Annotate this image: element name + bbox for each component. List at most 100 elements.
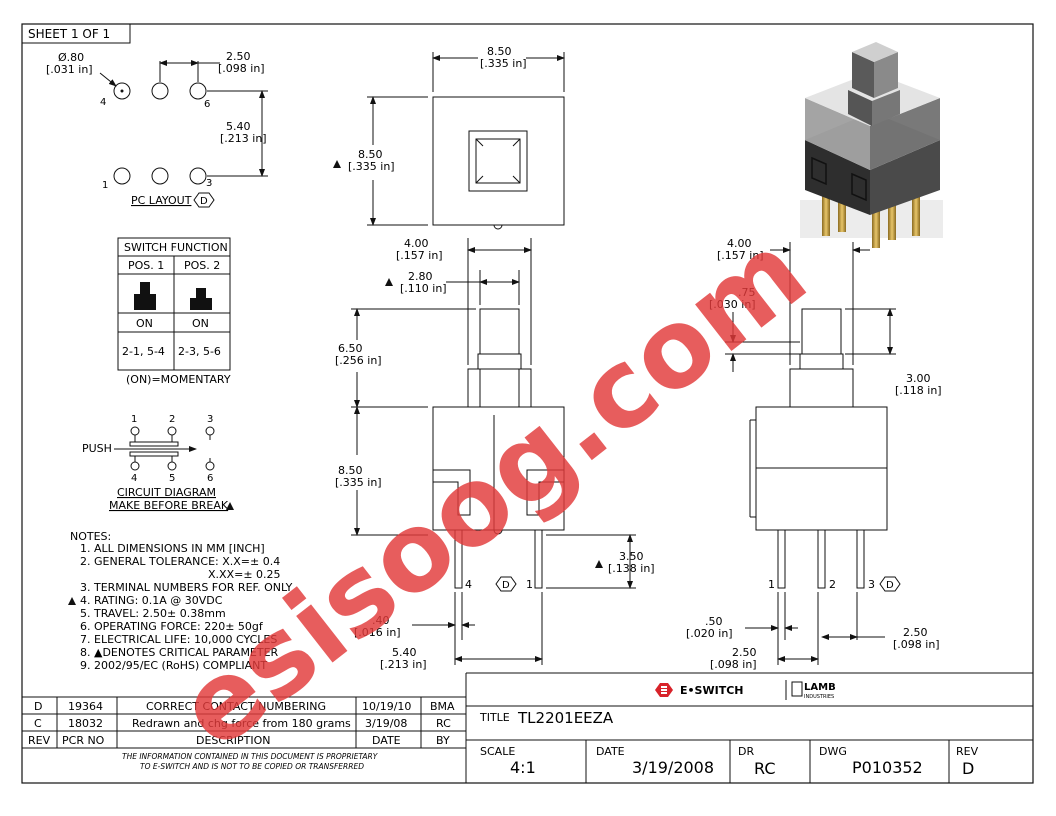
switch-function-note: (ON)=MOMENTARY (126, 373, 231, 386)
front-plunger-height-mm: 6.50 (338, 342, 363, 355)
e-switch-logo-icon (655, 683, 673, 697)
dwg-value: P010352 (852, 758, 923, 777)
switch-state: ON (136, 317, 153, 330)
note-item: 3. TERMINAL NUMBERS FOR REF. ONLY (80, 581, 293, 594)
front-plunger-width-mm: 2.80 (408, 270, 433, 283)
circuit-push-label: PUSH (82, 442, 112, 455)
rev-value: D (962, 759, 974, 778)
note-item: 1. ALL DIMENSIONS IN MM [INCH] (80, 542, 265, 555)
circuit-pin-label: 3 (207, 414, 213, 425)
rev-label: REV (956, 745, 979, 758)
side-body-width-in: [.157 in] (717, 249, 764, 262)
brand-name: E•SWITCH (680, 684, 743, 697)
top-view (367, 52, 565, 230)
front-pin-length-mm: 3.50 (619, 550, 644, 563)
pc-hole (113, 82, 131, 100)
pcr-header: PCR NO (62, 734, 105, 747)
pcr-cell: 18032 (68, 717, 103, 730)
by-cell: RC (436, 717, 451, 730)
scale-label: SCALE (480, 745, 515, 758)
front-pin-span-mm: 5.40 (392, 646, 417, 659)
pc-hole-dia-mm: Ø.80 (58, 51, 84, 64)
top-height-in: [.335 in] (348, 160, 395, 173)
title-label: TITLE (479, 711, 510, 724)
front-body-width-in: [.157 in] (396, 249, 443, 262)
switch-connections: 2-3, 5-6 (178, 345, 221, 358)
side-gap-mm: .75 (738, 286, 756, 299)
brand2-sub: INDUSTRIES (804, 694, 834, 700)
pc-layout (99, 60, 268, 208)
sheet-number: SHEET 1 OF 1 (28, 27, 110, 41)
circuit-pin-label: 6 (207, 473, 213, 484)
pc-pin-label: 1 (102, 180, 108, 191)
scale-value: 4:1 (510, 758, 536, 777)
circuit-pin-label: 5 (169, 473, 175, 484)
side-pitch-mm: 2.50 (732, 646, 757, 659)
front-body-width-mm: 4.00 (404, 237, 429, 250)
side-pitch-mm: 2.50 (903, 626, 928, 639)
note-item: 5. TRAVEL: 2.50± 0.38mm (80, 607, 226, 620)
dr-value: RC (754, 759, 776, 778)
pc-row-in: [.213 in] (220, 132, 267, 145)
desc-header: DESCRIPTION (196, 734, 270, 747)
critical-mark-icon (226, 502, 234, 510)
pcr-cell: 19364 (68, 700, 103, 713)
pc-pin-label: 4 (100, 97, 106, 108)
side-travel-in: [.118 in] (895, 384, 942, 397)
front-pin-label: 1 (526, 578, 533, 591)
dwg-label: DWG (819, 745, 847, 758)
front-pin-span-in: [.213 in] (380, 658, 427, 671)
front-plunger-height-in: [.256 in] (335, 354, 382, 367)
side-travel-mm: 3.00 (906, 372, 931, 385)
pc-hole (189, 167, 207, 185)
desc-cell: CORRECT CONTACT NUMBERING (146, 700, 326, 713)
switch-connections: 2-1, 5-4 (122, 345, 165, 358)
dr-label: DR (738, 745, 754, 758)
date-cell: 3/19/08 (365, 717, 407, 730)
sheet-border (21, 23, 1034, 784)
lamb-logo-icon (791, 681, 803, 697)
circuit-pin-label: 2 (169, 414, 175, 425)
switch-function-title: SWITCH FUNCTION (124, 241, 228, 254)
critical-mark-icon (385, 278, 393, 286)
side-body-width-mm: 4.00 (727, 237, 752, 250)
pc-pitch-in: [.098 in] (218, 62, 265, 75)
front-pin-thickness-mm: .40 (372, 614, 390, 627)
critical-mark-icon (68, 597, 76, 605)
by-header: BY (436, 734, 450, 747)
circuit-diagram (114, 426, 215, 471)
top-height-mm: 8.50 (358, 148, 383, 161)
front-pin-thickness-in: [.016 in] (354, 626, 401, 639)
drawing-title: TL2201EEZA (517, 709, 614, 727)
front-body-height-mm: 8.50 (338, 464, 363, 477)
by-cell: BMA (430, 700, 455, 713)
side-rev-mark: D (886, 580, 894, 591)
rev-cell: C (34, 717, 42, 730)
circuit-diagram-label: CIRCUIT DIAGRAM (117, 486, 216, 499)
side-pin-label: 3 (868, 578, 875, 591)
brand2-name: LAMB (804, 682, 836, 693)
side-pin-width-in: [.020 in] (686, 627, 733, 640)
top-width-mm: 8.50 (487, 45, 512, 58)
front-pin-length-in: [.138 in] (608, 562, 655, 575)
note-item: 2. GENERAL TOLERANCE: X.X=± 0.4 (80, 555, 280, 568)
rev-cell: D (34, 700, 42, 713)
sheet-tab (22, 24, 131, 44)
critical-mark-icon (595, 560, 603, 568)
side-pin-width-mm: .50 (705, 615, 723, 628)
pc-pitch-mm: 2.50 (226, 50, 251, 63)
pc-hole (151, 82, 169, 100)
title-block (466, 672, 1033, 783)
notes-title: NOTES: (70, 530, 111, 543)
switch-state-icon (134, 282, 212, 310)
switch-pos-header: POS. 2 (184, 259, 220, 272)
pc-hole (189, 82, 207, 100)
disclaimer: TO E-SWITCH AND IS NOT TO BE COPIED OR T… (140, 762, 364, 771)
front-view (351, 238, 636, 665)
revision-table (22, 673, 467, 783)
date-label: DATE (596, 745, 625, 758)
date-header: DATE (372, 734, 401, 747)
side-view (725, 242, 901, 665)
circuit-pin-label: 1 (131, 414, 137, 425)
